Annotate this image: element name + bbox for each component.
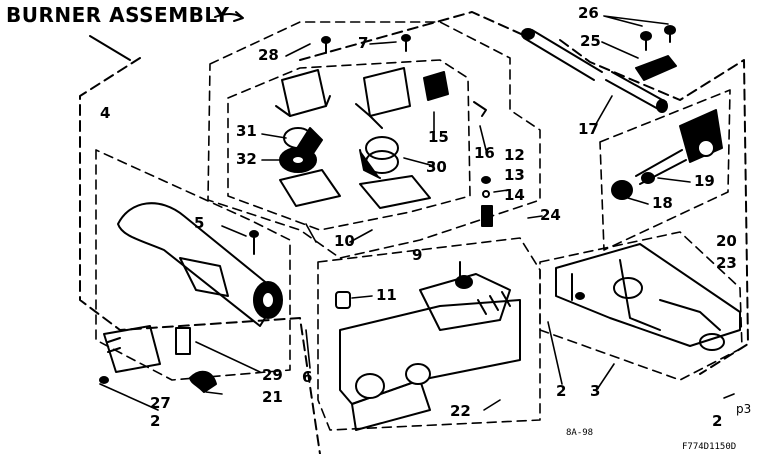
page-code: p3	[736, 402, 752, 416]
bracket-25	[635, 25, 677, 81]
burner-group-boundary	[95, 149, 291, 381]
diagram-title: BURNER ASSEMBLY	[6, 3, 230, 27]
callout-19: 19	[694, 172, 715, 190]
callout-13: 13	[504, 166, 525, 184]
callout-leaders	[99, 15, 735, 411]
callout-7: 7	[358, 34, 369, 52]
callout-15: 15	[428, 128, 449, 146]
valve-31-32	[275, 69, 341, 207]
callout-5: 5	[194, 214, 205, 232]
callout-22: 22	[450, 402, 471, 420]
callout-2-left: 2	[150, 412, 161, 430]
callout-18: 18	[652, 194, 673, 212]
valve-group-boundary	[207, 21, 541, 259]
valve-30	[355, 67, 449, 209]
valve-subgroup-boundary	[227, 59, 471, 231]
orifice-fitting-19	[611, 109, 723, 200]
title-leader	[89, 11, 244, 61]
callout-16: 16	[474, 144, 495, 162]
orifice-group-boundary	[599, 89, 731, 251]
tube-17	[521, 28, 668, 113]
burner-tube-4	[117, 202, 283, 327]
valve-body-24	[335, 261, 521, 431]
callout-26: 26	[578, 4, 599, 22]
callout-9: 9	[412, 246, 423, 264]
callout-21: 21	[262, 388, 283, 406]
callout-11: 11	[376, 286, 397, 304]
callout-2-middle: 2	[556, 382, 567, 400]
bracket-27	[99, 325, 217, 393]
callout-30: 30	[426, 158, 447, 176]
callout-31: 31	[236, 122, 257, 140]
mounting-bracket-23	[555, 243, 741, 351]
valve-body-boundary	[317, 237, 541, 431]
small-mark: 8A-98	[566, 428, 594, 438]
callout-10: 10	[334, 232, 355, 250]
small-parts-12-16	[473, 101, 493, 227]
callout-23: 23	[716, 254, 737, 272]
callout-6: 6	[302, 368, 313, 386]
callout-27: 27	[150, 394, 171, 412]
callout-4: 4	[100, 104, 111, 122]
bracket-group-boundary	[539, 231, 743, 381]
callout-14: 14	[504, 186, 525, 204]
callout-29: 29	[262, 366, 283, 384]
callout-20: 20	[716, 232, 737, 250]
diagram-code: F774D1150D	[682, 442, 737, 452]
callout-24: 24	[540, 206, 561, 224]
callout-3: 3	[590, 382, 601, 400]
callout-17: 17	[578, 120, 599, 138]
callout-2-right: 2	[712, 412, 723, 430]
screws-28-7	[321, 34, 411, 54]
callout-32: 32	[236, 150, 257, 168]
callout-12: 12	[504, 146, 525, 164]
callout-25: 25	[580, 32, 601, 50]
callout-28: 28	[258, 46, 279, 64]
